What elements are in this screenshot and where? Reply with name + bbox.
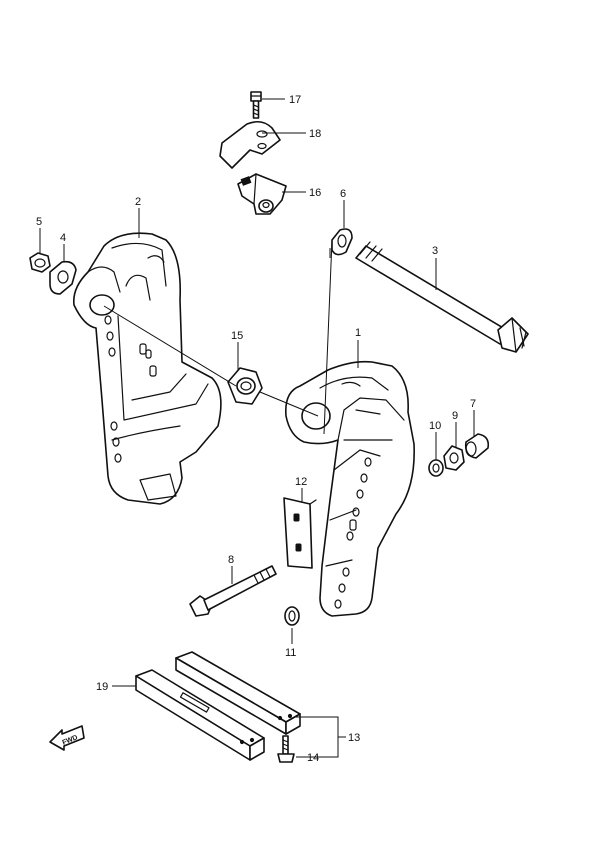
callout-6: 6 [340, 188, 346, 200]
callout-labels: 1 2 3 4 5 6 7 8 9 10 11 12 13 14 15 16 1… [36, 94, 476, 764]
assembly-lines [103, 239, 333, 435]
part-12-plate [283, 497, 317, 569]
part-1-clamp-bracket [284, 360, 415, 617]
part-18-clip [219, 120, 281, 169]
part-11-washer [284, 606, 300, 626]
part-5-nut [29, 252, 51, 273]
part-16-bracket [237, 173, 287, 215]
callout-14: 14 [307, 752, 319, 764]
callout-10: 10 [429, 420, 441, 432]
callout-19: 19 [96, 681, 108, 693]
callout-11: 11 [285, 647, 296, 659]
callout-1: 1 [355, 327, 361, 339]
part-13-pad [175, 651, 301, 735]
part-17-bolt [250, 91, 262, 119]
callout-15: 15 [231, 330, 243, 342]
part-7-spacer [464, 433, 490, 459]
part-6-washer [331, 228, 353, 256]
part-14-screw [277, 735, 295, 763]
callout-7: 7 [470, 398, 476, 410]
callout-8: 8 [228, 554, 234, 566]
part-8-bolt [189, 565, 277, 617]
callout-18: 18 [309, 128, 321, 140]
part-15-nut [227, 367, 263, 405]
callout-4: 4 [60, 232, 66, 244]
callout-12: 12 [295, 476, 307, 488]
callout-3: 3 [432, 245, 438, 257]
callout-9: 9 [452, 410, 458, 422]
callout-13: 13 [348, 732, 360, 744]
callout-17: 17 [289, 94, 301, 106]
forward-arrow-icon: FWD [49, 725, 85, 751]
part-4-washer [49, 260, 77, 295]
part-2-clamp-bracket [72, 232, 222, 505]
part-9-nut [443, 445, 465, 471]
part-19-pad [135, 669, 265, 761]
leader-lines [39, 98, 475, 758]
callout-2: 2 [135, 196, 141, 208]
callout-16: 16 [309, 187, 321, 199]
part-10-washer [428, 459, 444, 477]
part-3-tilt-tube-bolt [355, 241, 529, 353]
callout-5: 5 [36, 216, 42, 228]
